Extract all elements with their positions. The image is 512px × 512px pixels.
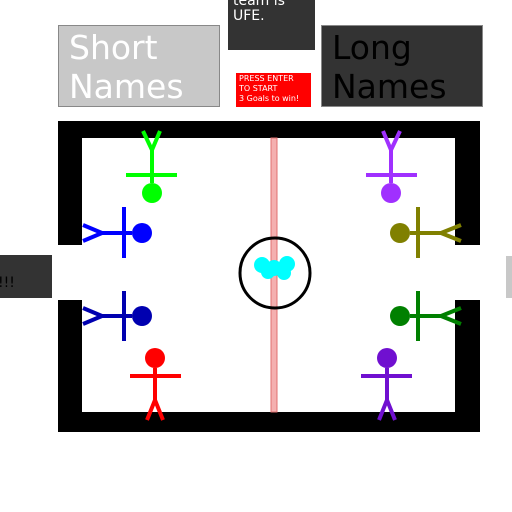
rink-border-left	[58, 121, 82, 432]
left-side-panel-text: !!!	[0, 275, 15, 291]
start-line1: PRESS ENTER	[239, 74, 294, 83]
player-mid-left-upper	[82, 207, 152, 258]
player-mid-right-lower	[390, 291, 462, 341]
right-side-panel	[506, 256, 512, 298]
player-bottom-right	[361, 348, 412, 421]
message-line1: team is	[233, 0, 285, 9]
rink-border-bottom	[58, 412, 480, 432]
team-right-name-line2: Names	[332, 67, 447, 106]
player-top-left	[126, 130, 177, 203]
team-left-name-line2: Names	[69, 67, 184, 106]
player-mid-right-upper	[390, 207, 462, 258]
message-box: team is UFE.	[228, 0, 315, 50]
message-line2: UFE.	[233, 8, 265, 24]
start-line3: 3 Goals to win!	[239, 94, 300, 103]
team-left-name-panel: Short Names	[58, 25, 220, 107]
center-circle	[238, 236, 312, 310]
start-button[interactable]: PRESS ENTER TO START 3 Goals to win!	[236, 73, 311, 107]
team-right-name-panel: Long Names	[321, 25, 483, 107]
left-side-panel: !!!	[0, 255, 52, 298]
player-top-right	[366, 130, 417, 203]
start-line2: TO START	[239, 84, 278, 93]
rink-border-top	[58, 121, 480, 138]
rink-border-right	[455, 121, 480, 432]
team-left-name-line1: Short	[69, 28, 158, 67]
player-mid-left-lower	[82, 291, 152, 341]
puck	[254, 256, 295, 280]
team-right-name-line1: Long	[332, 28, 412, 67]
player-bottom-left	[130, 348, 181, 421]
